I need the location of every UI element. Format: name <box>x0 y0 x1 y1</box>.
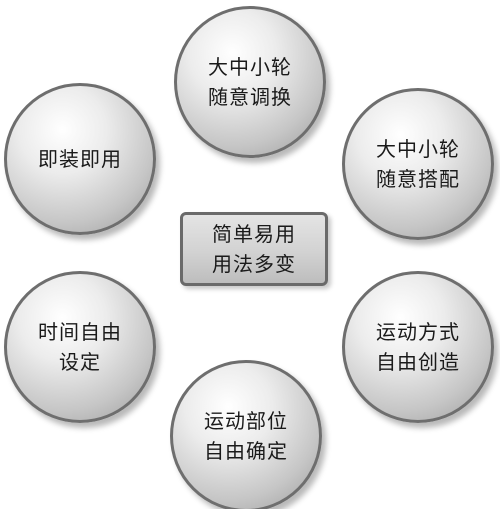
feature-line: 设定 <box>59 350 101 374</box>
feature-line: 运动部位 <box>204 409 288 433</box>
feature-line: 即装即用 <box>38 147 122 171</box>
center-line: 用法多变 <box>212 252 296 276</box>
feature-line: 时间自由 <box>38 320 122 344</box>
feature-circle-motion-mode: 运动方式 自由创造 <box>342 271 494 423</box>
feature-line: 自由确定 <box>204 439 288 463</box>
feature-line: 大中小轮 <box>376 137 460 161</box>
feature-circle-instant-install: 即装即用 <box>4 83 156 235</box>
feature-line: 运动方式 <box>376 320 460 344</box>
feature-line: 随意调换 <box>208 85 292 109</box>
feature-circle-time-setting: 时间自由 设定 <box>4 271 156 423</box>
feature-circle-body-part: 运动部位 自由确定 <box>170 360 322 509</box>
feature-circle-wheel-combine: 大中小轮 随意搭配 <box>342 88 494 240</box>
center-line: 简单易用 <box>212 222 296 246</box>
feature-line: 随意搭配 <box>376 167 460 191</box>
feature-line: 大中小轮 <box>208 55 292 79</box>
center-summary-box: 简单易用 用法多变 <box>180 212 328 286</box>
feature-line: 自由创造 <box>376 350 460 374</box>
feature-circle-wheel-swap: 大中小轮 随意调换 <box>174 6 326 158</box>
